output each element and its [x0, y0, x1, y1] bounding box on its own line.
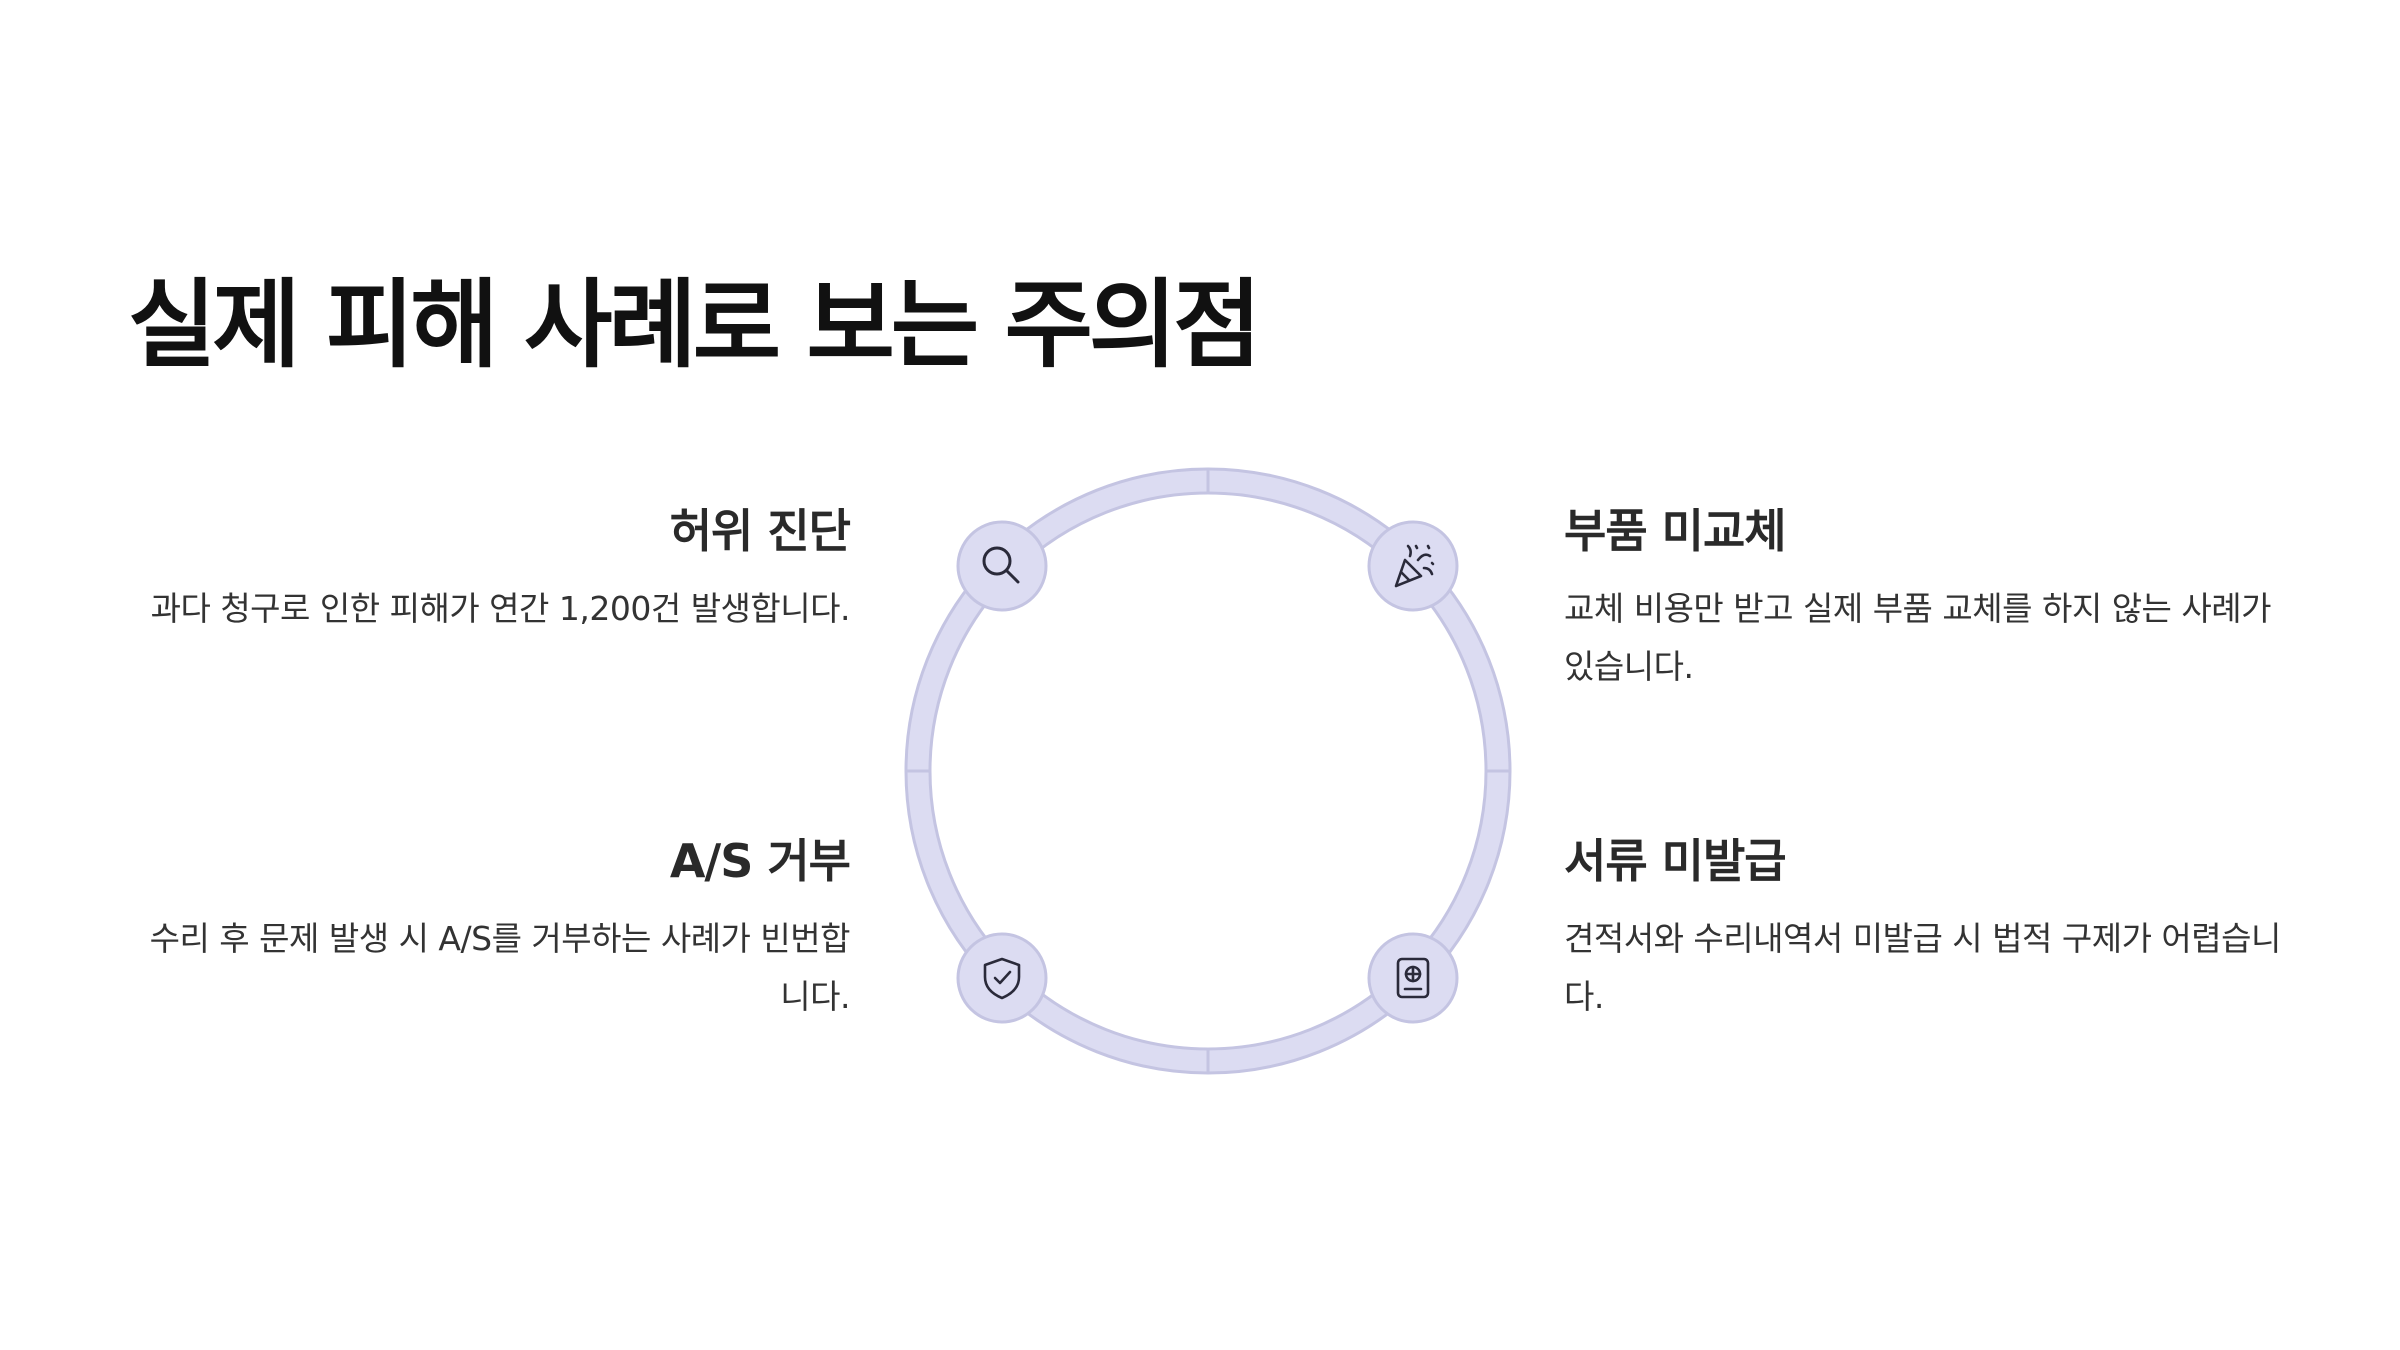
page-title: 실제 피해 사례로 보는 주의점	[128, 269, 1262, 381]
party-popper-icon	[1394, 544, 1435, 588]
item-heading: 부품 미교체	[1564, 504, 1787, 558]
node-top-right	[1367, 520, 1459, 612]
item-card-as-refusal: A/S 거부 수리 후 문제 발생 시 A/S를 거부하는 사례가 빈번합니다.	[120, 832, 851, 1026]
item-heading: 서류 미발급	[1564, 834, 1787, 888]
item-heading: A/S 거부	[669, 834, 851, 888]
search-icon	[982, 546, 1020, 584]
item-description: 수리 후 문제 발생 시 A/S를 거부하는 사례가 빈번합니다.	[149, 918, 851, 1016]
passport-icon	[1396, 957, 1430, 999]
item-heading: 허위 진단	[669, 504, 851, 558]
item-description: 교체 비용만 받고 실제 부품 교체를 하지 않는 사례가 있습니다.	[1564, 588, 2271, 686]
item-card-documents-not-issued: 서류 미발급 견적서와 수리내역서 미발급 시 법적 구제가 어렵습니다.	[1564, 832, 2294, 1026]
item-card-parts-not-replaced: 부품 미교체 교체 비용만 받고 실제 부품 교체를 하지 않는 사례가 있습니…	[1564, 502, 2294, 696]
node-top-left	[956, 520, 1048, 612]
item-description: 과다 청구로 인한 피해가 연간 1,200건 발생합니다.	[150, 588, 851, 628]
node-bottom-left	[956, 932, 1048, 1024]
item-card-false-diagnosis: 허위 진단 과다 청구로 인한 피해가 연간 1,200건 발생합니다.	[120, 502, 851, 638]
shield-check-icon	[983, 957, 1021, 1000]
item-description: 견적서와 수리내역서 미발급 시 법적 구제가 어렵습니다.	[1564, 918, 2281, 1016]
node-bottom-right	[1367, 932, 1459, 1024]
